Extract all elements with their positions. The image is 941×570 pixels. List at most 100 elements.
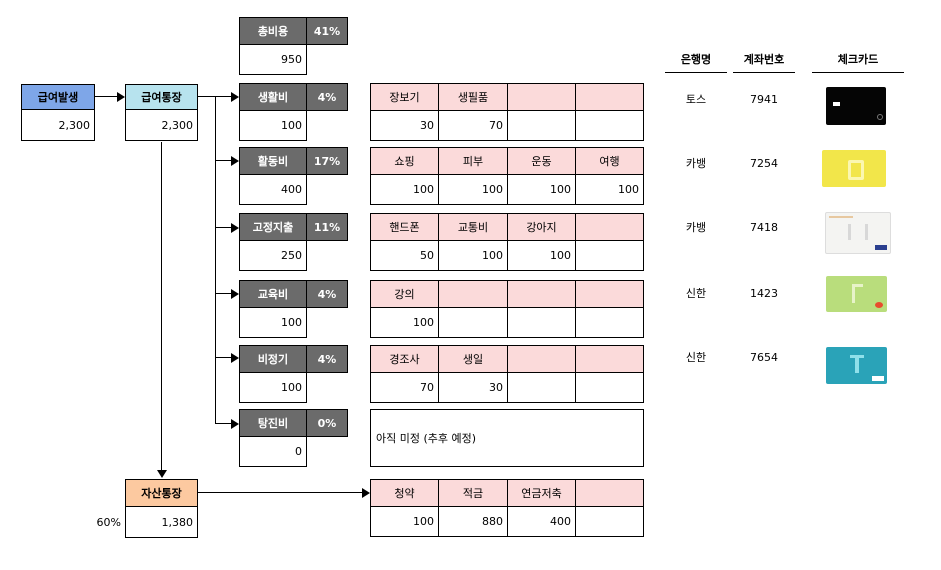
- sub-item-value: 50: [370, 240, 439, 271]
- connector-line: [215, 357, 233, 358]
- connector-line: [197, 492, 363, 493]
- category-percent: 11%: [306, 213, 348, 241]
- arrow-head-icon: [231, 353, 239, 363]
- category-percent: 4%: [306, 280, 348, 308]
- category-amount: 100: [239, 110, 307, 141]
- sub-item-label: 교통비: [438, 213, 508, 241]
- sub-item-label: [575, 213, 644, 241]
- sub-item-value: [575, 240, 644, 271]
- account-number: 7654: [750, 350, 778, 364]
- sub-item-value: 100: [507, 174, 576, 205]
- connector-line: [215, 227, 233, 228]
- account-header: 계좌번호: [733, 45, 795, 73]
- total-cost-amount: 950: [239, 44, 307, 75]
- category-amount: 400: [239, 174, 307, 205]
- savings-item-label: 청약: [370, 479, 439, 507]
- sub-item-value: [507, 372, 576, 403]
- bank-name: 카뱅: [685, 157, 707, 170]
- category-name: 비정기: [239, 345, 307, 373]
- sub-item-label: 생일: [438, 345, 508, 373]
- savings-item-label: 연금저축: [507, 479, 576, 507]
- sub-item-value: 100: [438, 174, 508, 205]
- undecided-note: 아직 미정 (추후 예정): [370, 409, 644, 467]
- bank-name: 카뱅: [685, 221, 707, 234]
- connector-line: [215, 293, 233, 294]
- category-percent: 4%: [306, 83, 348, 111]
- category-name: 활동비: [239, 147, 307, 175]
- salary-source-label: 급여발생: [21, 84, 95, 110]
- sub-item-label: [507, 83, 576, 111]
- sub-item-label: 운동: [507, 147, 576, 175]
- sub-item-label: [575, 83, 644, 111]
- savings-item-label: [575, 479, 644, 507]
- bank-name: 신한: [685, 351, 707, 364]
- account-number: 7254: [750, 156, 778, 170]
- category-name: 고정지출: [239, 213, 307, 241]
- teal-t-card-icon: [826, 347, 887, 384]
- sub-item-value: 30: [438, 372, 508, 403]
- sub-item-value: 70: [438, 110, 508, 141]
- sub-item-value: 100: [575, 174, 644, 205]
- arrow-head-icon: [231, 92, 239, 102]
- category-name: 탕진비: [239, 409, 307, 437]
- black-card-icon: [826, 87, 886, 125]
- sub-item-label: 피부: [438, 147, 508, 175]
- sub-item-value: [575, 372, 644, 403]
- sub-item-value: 30: [370, 110, 439, 141]
- white-m-card-icon: [825, 212, 891, 254]
- arrow-head-icon: [117, 92, 125, 102]
- yellow-card-icon: [822, 150, 886, 187]
- sub-item-value: [438, 307, 508, 338]
- sub-item-label: [575, 280, 644, 308]
- category-percent: 0%: [306, 409, 348, 437]
- sub-item-label: 쇼핑: [370, 147, 439, 175]
- connector-line: [215, 96, 216, 423]
- asset-account-percent: 60%: [96, 515, 121, 529]
- connector-line: [215, 423, 233, 424]
- bank-name: 토스: [685, 93, 707, 106]
- category-percent: 17%: [306, 147, 348, 175]
- sub-item-label: 여행: [575, 147, 644, 175]
- sub-item-value: [507, 110, 576, 141]
- sub-item-value: [575, 307, 644, 338]
- sub-item-label: 강의: [370, 280, 439, 308]
- sub-item-value: 70: [370, 372, 439, 403]
- arrow-head-icon: [157, 470, 167, 478]
- sub-item-label: [507, 345, 576, 373]
- arrow-head-icon: [231, 289, 239, 299]
- salary-source-amount: 2,300: [21, 109, 95, 141]
- sub-item-label: 경조사: [370, 345, 439, 373]
- savings-item-value: 400: [507, 506, 576, 537]
- account-number: 7418: [750, 220, 778, 234]
- savings-item-value: [575, 506, 644, 537]
- arrow-head-icon: [362, 488, 370, 498]
- account-number: 1423: [750, 286, 778, 300]
- asset-account-label: 자산통장: [125, 479, 198, 507]
- connector-line: [215, 96, 233, 97]
- sub-item-label: 핸드폰: [370, 213, 439, 241]
- connector-line: [94, 96, 118, 97]
- arrow-head-icon: [231, 419, 239, 429]
- category-amount: 100: [239, 307, 307, 338]
- sub-item-label: [507, 280, 576, 308]
- total-cost-percent: 41%: [306, 17, 348, 45]
- bank-name: 신한: [685, 287, 707, 300]
- sub-item-value: 100: [370, 307, 439, 338]
- category-percent: 4%: [306, 345, 348, 373]
- connector-line: [215, 160, 233, 161]
- category-name: 생활비: [239, 83, 307, 111]
- category-amount: 0: [239, 436, 307, 467]
- sub-item-value: [507, 307, 576, 338]
- sub-item-label: 강아지: [507, 213, 576, 241]
- arrow-head-icon: [231, 223, 239, 233]
- savings-item-value: 100: [370, 506, 439, 537]
- connector-line: [161, 142, 162, 472]
- sub-item-label: 생필품: [438, 83, 508, 111]
- salary-account-amount: 2,300: [125, 109, 198, 141]
- sub-item-label: [438, 280, 508, 308]
- savings-item-value: 880: [438, 506, 508, 537]
- sub-item-value: 100: [438, 240, 508, 271]
- category-amount: 250: [239, 240, 307, 271]
- salary-account-label: 급여통장: [125, 84, 198, 110]
- account-number: 7941: [750, 92, 778, 106]
